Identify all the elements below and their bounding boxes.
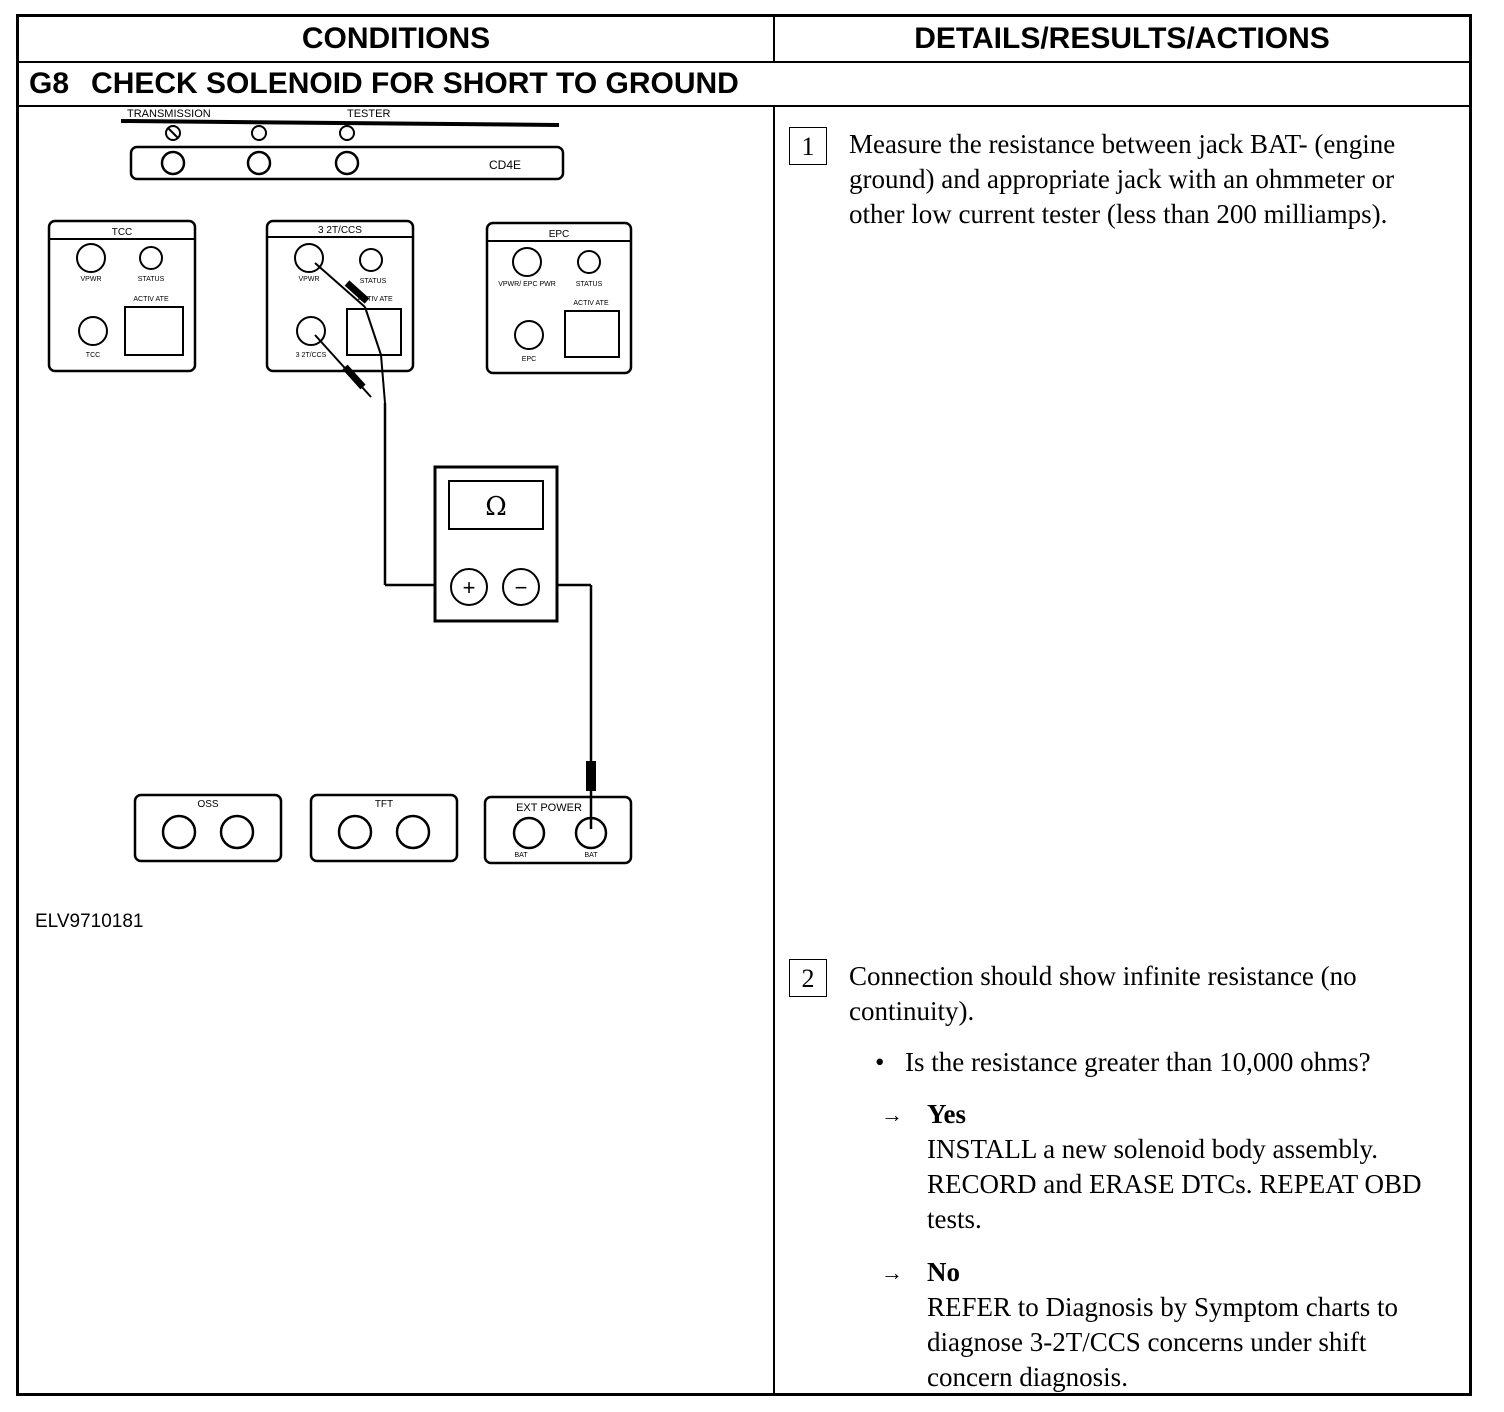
- step-title-text: CHECK SOLENOID FOR SHORT TO GROUND: [91, 67, 739, 100]
- step-number: 2: [789, 959, 827, 997]
- harness-bar: [120, 119, 560, 127]
- status-label: STATUS: [138, 276, 165, 283]
- oss-label: OSS: [197, 799, 218, 810]
- bat-label-right: BAT: [584, 852, 598, 859]
- no-label: No: [927, 1257, 960, 1287]
- transmission-label: TRANSMISSION: [127, 108, 211, 120]
- question-text: Is the resistance greater than 10,000 oh…: [905, 1047, 1371, 1077]
- yes-option: → Yes INSTALL a new solenoid body assemb…: [881, 1097, 1461, 1234]
- oss-jack: [219, 814, 255, 850]
- vpwr-jack: [76, 243, 106, 273]
- tcc-jack-label: TCC: [86, 352, 100, 359]
- ccs-module: 3 2T/CCS VPWR STATUS ACTIV ATE 3 2T/CCS: [265, 219, 415, 373]
- vpwr-jack: [294, 243, 324, 273]
- tft-label: TFT: [375, 799, 393, 810]
- ccs-title: 3 2T/CCS: [318, 225, 362, 236]
- epc-jack: [514, 320, 544, 350]
- probe-lead-1c: [380, 354, 386, 404]
- connector-pin: [334, 150, 360, 176]
- oss-jack: [161, 814, 197, 850]
- probe-lead-1b: [364, 306, 382, 356]
- small-connector-pin: [339, 125, 355, 141]
- small-connector-pin: [165, 125, 181, 141]
- status-jack: [139, 246, 163, 270]
- bat-jack-left: [512, 816, 546, 850]
- figure-code: ELV9710181: [35, 911, 144, 932]
- column-divider: [773, 105, 775, 1393]
- connector-pin: [246, 150, 272, 176]
- status-label: STATUS: [360, 278, 387, 285]
- vpwr-label: VPWR/ EPC PWR: [498, 281, 556, 288]
- tcc-title: TCC: [112, 227, 133, 238]
- tcc-jack: [78, 316, 108, 346]
- step-number: 1: [789, 127, 827, 165]
- minus-terminal: [502, 568, 540, 606]
- yes-action: INSTALL a new solenoid body assembly. RE…: [927, 1134, 1422, 1234]
- tft-jack: [395, 814, 431, 850]
- cd4e-label: CD4E: [489, 158, 521, 172]
- tcc-module: TCC VPWR STATUS ACTIV ATE TCC: [47, 219, 197, 373]
- ccs-jack-label: 3 2T/CCS: [296, 352, 327, 359]
- small-connector-pin: [251, 125, 267, 141]
- tft-jack: [337, 814, 373, 850]
- plus-sign: +: [463, 575, 476, 600]
- header-divider: [19, 61, 1469, 63]
- conditions-header: CONDITIONS: [19, 17, 775, 61]
- test-wiring-diagram: TRANSMISSION TESTER CD4E TCC VPWR STATUS…: [47, 108, 633, 865]
- vpwr-label: VPWR: [299, 276, 320, 283]
- activate-button: [124, 306, 184, 356]
- probe-tip-2: [342, 364, 366, 390]
- ext-power-module: EXT POWER BAT BAT: [483, 795, 633, 865]
- yes-label: Yes: [927, 1099, 966, 1129]
- probe-lead-2: [314, 334, 372, 398]
- epc-title: EPC: [549, 229, 570, 240]
- status-jack: [359, 248, 383, 272]
- epc-module: EPC VPWR/ EPC PWR STATUS ACTIV ATE EPC: [485, 221, 633, 375]
- status-jack: [577, 250, 601, 274]
- vpwr-label: VPWR: [81, 276, 102, 283]
- probe-tip-1: [344, 280, 370, 304]
- activate-label: ACTIV ATE: [357, 296, 393, 303]
- ohmmeter: Ω + −: [433, 465, 559, 623]
- ext-power-label: EXT POWER: [516, 802, 582, 814]
- oss-module: OSS: [133, 793, 283, 863]
- minus-sign: −: [515, 575, 528, 600]
- details-header: DETAILS/RESULTS/ACTIONS: [914, 22, 1330, 55]
- no-action: REFER to Diagnosis by Symptom charts to …: [927, 1292, 1399, 1392]
- arrow-right-icon: →: [881, 1102, 903, 1127]
- cd4e-connector: [129, 145, 565, 181]
- bat-jack-right: [574, 816, 608, 850]
- step-code: G8: [29, 67, 70, 100]
- step-text: Measure the resistance between jack BAT-…: [849, 129, 1396, 229]
- step-text: Connection should show infinite resistan…: [849, 961, 1357, 1026]
- procedure-table: CONDITIONS DETAILS/RESULTS/ACTIONS G8 CH…: [16, 14, 1472, 1396]
- tester-label: TESTER: [347, 108, 390, 120]
- epc-jack-label: EPC: [522, 356, 536, 363]
- ohm-symbol: Ω: [485, 492, 507, 522]
- arrow-right-icon: →: [881, 1260, 903, 1285]
- probe-tip-3: [586, 761, 596, 791]
- title-divider: [19, 105, 1469, 107]
- activate-label: ACTIV ATE: [133, 296, 169, 303]
- connector-pin: [160, 150, 186, 176]
- bat-label-left: BAT: [514, 852, 528, 859]
- activate-button: [346, 308, 402, 356]
- status-label: STATUS: [576, 281, 603, 288]
- meter-display: [448, 480, 544, 530]
- pin-slash: [167, 127, 179, 139]
- tft-module: TFT: [309, 793, 459, 863]
- question-bullet: • Is the resistance greater than 10,000 o…: [875, 1045, 1455, 1080]
- step-title: G8 CHECK SOLENOID FOR SHORT TO GROUND: [29, 63, 739, 105]
- probe-lead-1: [314, 262, 366, 308]
- bullet-icon: •: [875, 1047, 885, 1077]
- activate-button: [564, 310, 620, 358]
- ccs-jack: [296, 316, 326, 346]
- no-option: → No REFER to Diagnosis by Symptom chart…: [881, 1255, 1461, 1392]
- plus-terminal: [450, 568, 488, 606]
- activate-label: ACTIV ATE: [573, 300, 609, 307]
- vpwr-jack: [512, 247, 542, 277]
